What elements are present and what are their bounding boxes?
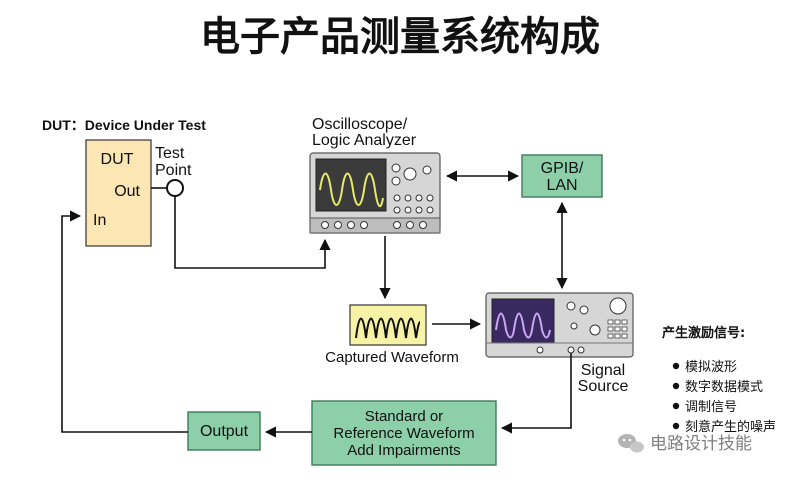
stimulus-heading: 产生激励信号:	[662, 325, 745, 341]
reference-waveform-box: Standard or Reference Waveform Add Impai…	[311, 400, 497, 466]
probe-to-scope-arrow	[174, 196, 331, 269]
captured-waveform-label: Captured Waveform	[325, 349, 459, 366]
gpib-label-1: GPIB/	[541, 160, 584, 177]
test-point-probe-icon	[166, 179, 184, 197]
captured-trace	[355, 317, 421, 339]
signal-source-label-2: Source	[578, 378, 629, 395]
stimulus-list: 模拟波形 数字数据模式 调制信号 刻意产生的噪声	[672, 360, 776, 435]
reference-label-3: Add Impairments	[347, 442, 460, 459]
signal-source-label-1: Signal	[581, 362, 625, 379]
test-point-label-1: Test	[155, 145, 185, 162]
dut-out-label: Out	[114, 183, 140, 200]
wechat-icon	[618, 434, 644, 453]
output-dut-arrow	[61, 210, 188, 433]
scope-trace	[319, 172, 384, 208]
captured-waveform-box	[349, 304, 427, 346]
watermark: 电路设计技能	[618, 434, 752, 454]
oscilloscope-label-1: Oscilloscope/	[312, 116, 408, 133]
source-trace	[495, 312, 551, 339]
gpib-label-2: LAN	[546, 177, 577, 194]
oscilloscope-instrument	[309, 152, 441, 234]
gpib-lan-box: GPIB/ LAN	[521, 154, 603, 198]
reference-label-1: Standard or	[365, 408, 443, 425]
oscilloscope-label-2: Logic Analyzer	[312, 132, 417, 149]
stimulus-item: 刻意产生的噪声	[685, 419, 776, 435]
reference-label-2: Reference Waveform	[333, 425, 474, 442]
stimulus-item: 调制信号	[685, 400, 737, 415]
output-label: Output	[200, 423, 249, 440]
dut-note: DUT：Device Under Test	[42, 117, 206, 133]
signal-source-instrument	[485, 292, 634, 358]
watermark-text: 电路设计技能	[650, 434, 752, 454]
output-box: Output	[187, 411, 261, 451]
dut-box: DUT Out In	[85, 139, 152, 247]
source-reference-arrow	[500, 353, 572, 434]
dut-label: DUT	[101, 151, 134, 168]
page-title: 电子产品测量系统构成	[200, 14, 600, 60]
stimulus-item: 模拟波形	[685, 360, 737, 375]
dut-in-label: In	[93, 212, 106, 229]
test-point-label-2: Point	[155, 162, 192, 179]
stimulus-item: 数字数据模式	[685, 380, 763, 395]
